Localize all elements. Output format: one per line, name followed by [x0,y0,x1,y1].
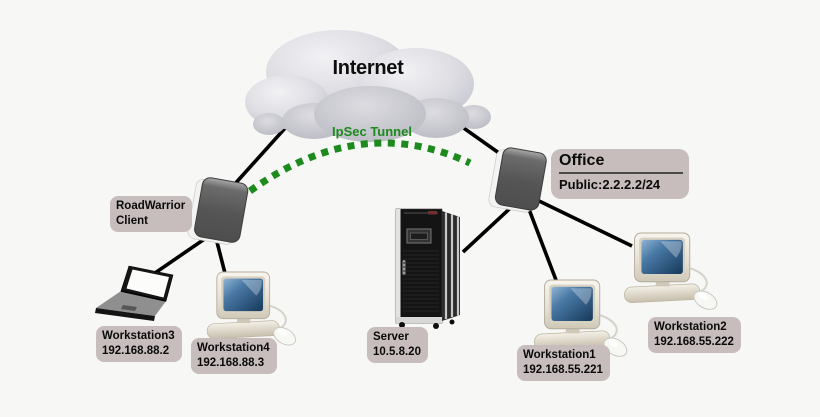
workstation4-name: Workstation4 [197,342,270,354]
ipsec-tunnel: IpSec Tunnel [247,124,472,194]
roadwarrior-client-label: RoadWarrior Client [110,196,193,233]
office-router-icon [488,147,547,213]
ipsec-tunnel-label: IpSec Tunnel [332,124,412,139]
server-icon [395,208,460,329]
workstation3-label: Workstation3 192.168.88.2 [96,326,182,363]
workstation1-name: Workstation1 [523,349,596,361]
workstation1-label: Workstation1 192.168.55.221 [517,345,610,382]
roadwarrior-label-line2: Client [116,214,148,227]
workstation1-ip: 192.168.55.221 [523,363,603,376]
workstation2-ip: 192.168.55.222 [654,335,734,348]
workstation4-ip: 192.168.88.3 [197,356,265,369]
link-office-workstation1 [525,203,558,281]
server-label: Server 10.5.8.20 [367,327,428,364]
workstation2-desktop-icon [623,231,722,315]
workstation4-label: Workstation4 192.168.88.3 [191,338,277,375]
laptop-icon [95,265,174,321]
server-name: Server [373,331,409,343]
ipsec-tunnel-dotted-arc [247,139,472,194]
workstation3-name: Workstation3 [102,330,175,342]
server-ip: 10.5.8.20 [373,345,421,358]
office-title: Office [559,152,683,175]
office-label: Office Public:2.2.2.2/24 [551,149,689,199]
link-office-workstation2 [534,197,633,248]
office-public-ip: Public:2.2.2.2/24 [559,177,661,193]
roadwarrior-label-line1: RoadWarrior [116,200,186,212]
roadwarrior-router-icon [187,177,249,245]
workstation2-name: Workstation2 [654,321,727,333]
workstation3-ip: 192.168.88.2 [102,344,170,357]
workstation2-label: Workstation2 192.168.55.222 [648,317,741,354]
internet-cloud: Internet [245,30,491,142]
internet-label: Internet [333,57,405,79]
link-roadwarrior-workstation3 [153,236,208,275]
